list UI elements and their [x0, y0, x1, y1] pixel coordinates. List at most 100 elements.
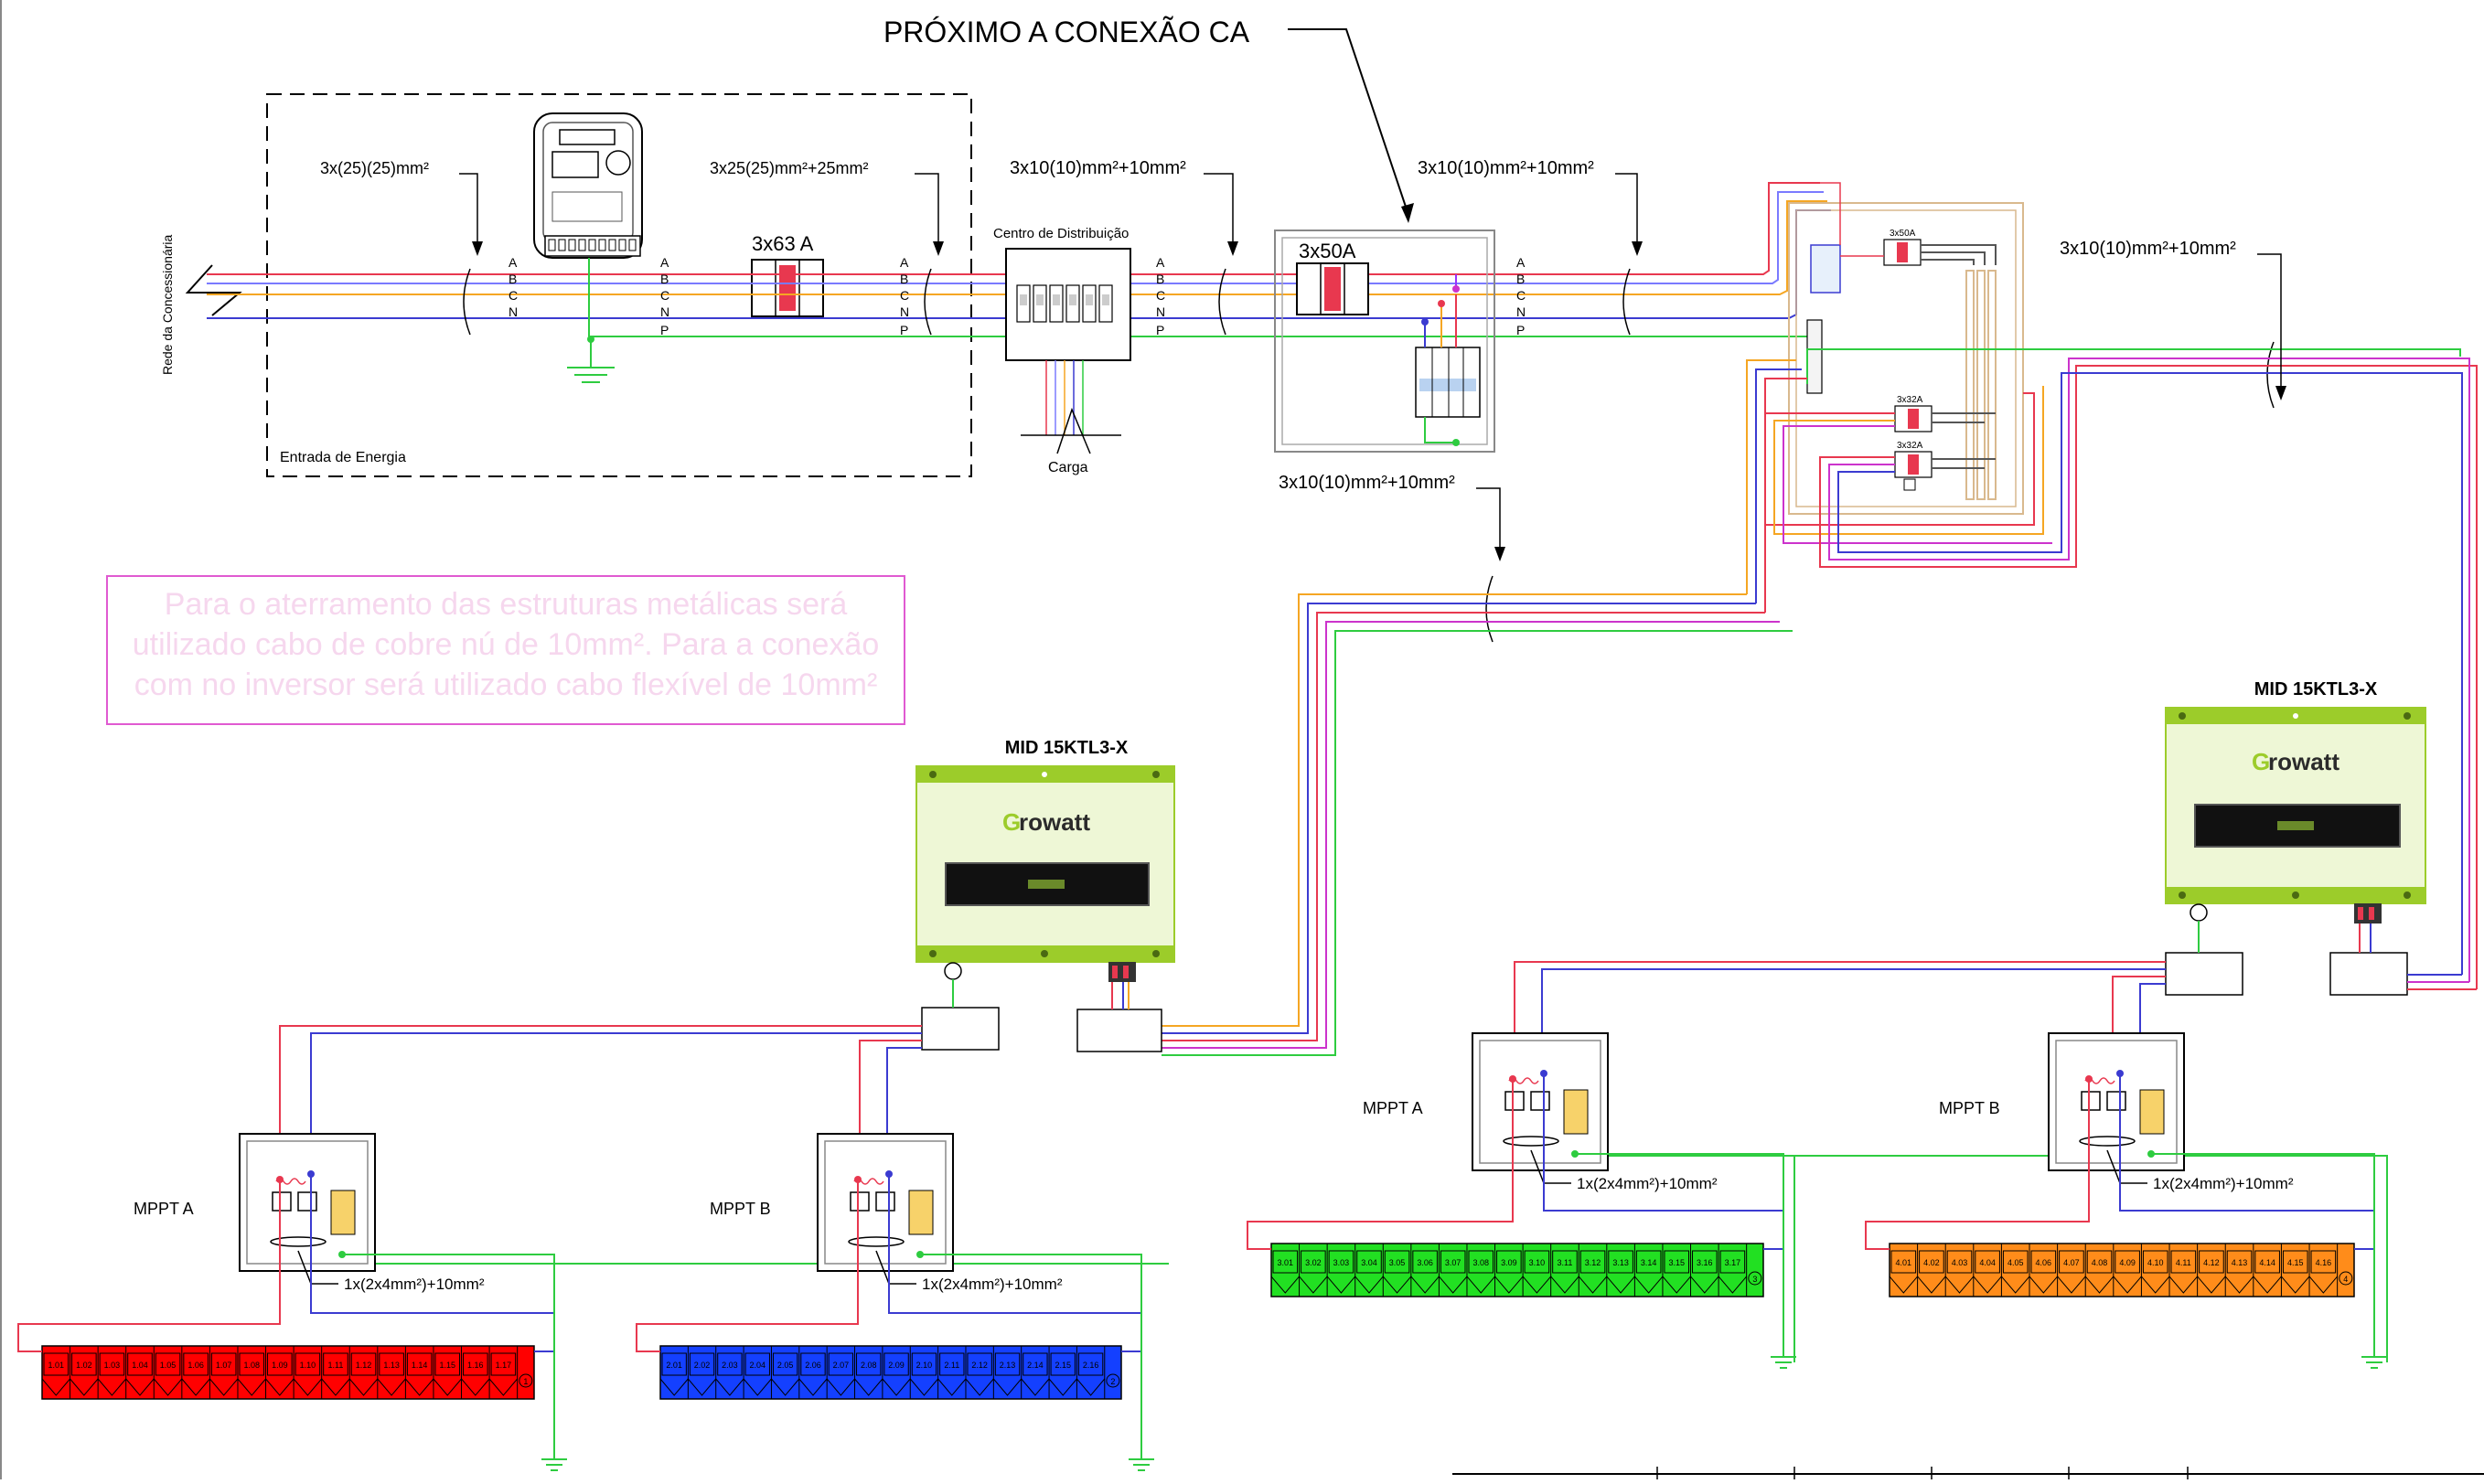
- pv-module: [689, 1352, 715, 1376]
- distribution-center: Centro de Distribuição Carga 3x10(10)mm²…: [993, 158, 1238, 475]
- grounding-note: Para o aterramento das estruturas metáli…: [106, 575, 905, 725]
- pv-module: [994, 1352, 1021, 1376]
- pv-module: [1890, 1250, 1917, 1274]
- pv-module-label: 4.11: [2176, 1258, 2191, 1267]
- string-number: 4: [2343, 1275, 2348, 1284]
- cable-label-ac-down: 3x10(10)mm²+10mm²: [1279, 473, 1455, 493]
- pv-module: [239, 1352, 265, 1376]
- entrance-label: Entrada de Energia: [280, 450, 406, 465]
- pv-module: [1719, 1250, 1746, 1274]
- mppt-label: MPPT A: [1363, 1099, 1423, 1117]
- ac-breaker-label: 3x50A: [1299, 240, 1356, 262]
- diagram-title: PRÓXIMO A CONEXÃO CA: [883, 16, 1250, 48]
- inverter-combiner-box: 3x50A 3x32A 3x32A 3x10(10)mm: [1746, 182, 2478, 989]
- phase-label: B: [509, 272, 517, 286]
- pv-module-label: 2.12: [971, 1361, 988, 1370]
- pv-module: [267, 1352, 293, 1376]
- pv-module: [1440, 1250, 1466, 1274]
- dc-cable-label: 1x(2x4mm²)+10mm²: [344, 1276, 485, 1293]
- pv-module: [71, 1352, 97, 1376]
- pv-module-label: 1.08: [243, 1361, 260, 1370]
- pv-module: [2115, 1250, 2140, 1274]
- phase-label: P: [900, 323, 908, 337]
- pv-module-label: 3.07: [1445, 1258, 1461, 1267]
- pv-module-label: 2.10: [916, 1361, 933, 1370]
- cable-section-mark: [2266, 341, 2275, 409]
- inverter-right-brand-initial: G: [2252, 748, 2270, 775]
- pv-module-label: 3.08: [1472, 1258, 1489, 1267]
- cable-label-distribution: 3x10(10)mm²+10mm²: [1010, 158, 1186, 178]
- pv-module-label: 4.07: [2063, 1258, 2080, 1267]
- pv-module-label: 4.05: [2008, 1258, 2024, 1267]
- pv-module-label: 4.06: [2036, 1258, 2052, 1267]
- pv-module-label: 3.04: [1361, 1258, 1377, 1267]
- cable-section-mark: [924, 268, 932, 336]
- pv-module: [2226, 1250, 2253, 1274]
- energy-entrance: Entrada de Energia Rede da Concessionári…: [160, 93, 972, 477]
- phase-label: B: [660, 272, 669, 286]
- pv-module: [1023, 1352, 1048, 1376]
- pv-module: [2170, 1250, 2197, 1274]
- pv-module: [911, 1352, 937, 1376]
- pv-module-label: 2.04: [749, 1361, 766, 1370]
- pv-module-label: 3.11: [1558, 1258, 1573, 1267]
- pv-module-label: 4.08: [2092, 1258, 2108, 1267]
- pv-module-label: 2.02: [694, 1361, 711, 1370]
- pv-module-label: 3.05: [1389, 1258, 1406, 1267]
- pv-module: [661, 1352, 687, 1376]
- string-box: MPPT B1x(2x4mm²)+10mm²: [710, 1133, 1063, 1293]
- pv-module: [1552, 1250, 1578, 1274]
- pv-module: [210, 1352, 237, 1376]
- cable-section-mark: [463, 268, 471, 336]
- ac-protection-panel: 3x50A 3x10(10)mm²+10mm² 3x10(10)mm²+10mm…: [1274, 158, 1643, 561]
- pv-module-label: 3.15: [1668, 1258, 1685, 1267]
- string-number: 3: [1752, 1275, 1757, 1284]
- pv-module-label: 3.16: [1697, 1258, 1713, 1267]
- phase-label: N: [900, 304, 909, 319]
- dc-cable-label: 1x(2x4mm²)+10mm²: [1577, 1175, 1718, 1192]
- pv-module: [883, 1352, 909, 1376]
- phase-label: C: [1516, 288, 1526, 303]
- title-block-edge: [1452, 1467, 2484, 1479]
- pv-module-label: 1.10: [300, 1361, 316, 1370]
- pv-module: [2002, 1250, 2029, 1274]
- pv-module: [1384, 1250, 1410, 1274]
- phase-label: N: [1156, 304, 1165, 319]
- pv-module: [939, 1352, 965, 1376]
- pv-module: [490, 1352, 517, 1376]
- phase-label: A: [660, 255, 669, 270]
- string-box: MPPT A 1x(2x4mm²)+10mm²: [1363, 1032, 1718, 1192]
- pv-module: [2310, 1250, 2337, 1274]
- pv-module-label: 1.07: [216, 1361, 232, 1370]
- pv-module: [1664, 1250, 1690, 1274]
- pv-module-label: 4.10: [2147, 1258, 2164, 1267]
- pv-module-label: 2.01: [666, 1361, 682, 1370]
- pv-module: [2086, 1250, 2113, 1274]
- pv-module: [1301, 1250, 1326, 1274]
- cable-label-entrance: 3x(25)(25)mm²: [320, 159, 429, 177]
- ground-symbol-entrance: [567, 336, 615, 383]
- phase-label: B: [1516, 272, 1525, 286]
- pv-module-label: 2.05: [777, 1361, 794, 1370]
- pv-module: [1524, 1250, 1550, 1274]
- dc-cable-label: 1x(2x4mm²)+10mm²: [2153, 1175, 2294, 1192]
- dc-wiring: [279, 961, 2388, 1362]
- pv-module: [800, 1352, 826, 1376]
- note-line-1: Para o aterramento das estruturas metáli…: [165, 587, 848, 622]
- pv-module-label: 3.01: [1278, 1258, 1294, 1267]
- mppt-label: MPPT A: [134, 1200, 194, 1218]
- pv-module: [463, 1352, 488, 1376]
- pv-module-label: 4.04: [1979, 1258, 1996, 1267]
- distribution-label: Centro de Distribuição: [993, 226, 1129, 241]
- pv-module-label: 3.10: [1529, 1258, 1546, 1267]
- pv-module: [1468, 1250, 1494, 1274]
- phase-label: A: [900, 255, 909, 270]
- phase-label: C: [509, 288, 518, 303]
- pv-module: [1975, 1250, 2000, 1274]
- breaker-3x63a: [751, 259, 824, 317]
- pv-module: [379, 1352, 404, 1376]
- pv-module: [856, 1352, 882, 1376]
- pv-module-label: 3.06: [1417, 1258, 1433, 1267]
- pv-module-label: 2.14: [1027, 1361, 1044, 1370]
